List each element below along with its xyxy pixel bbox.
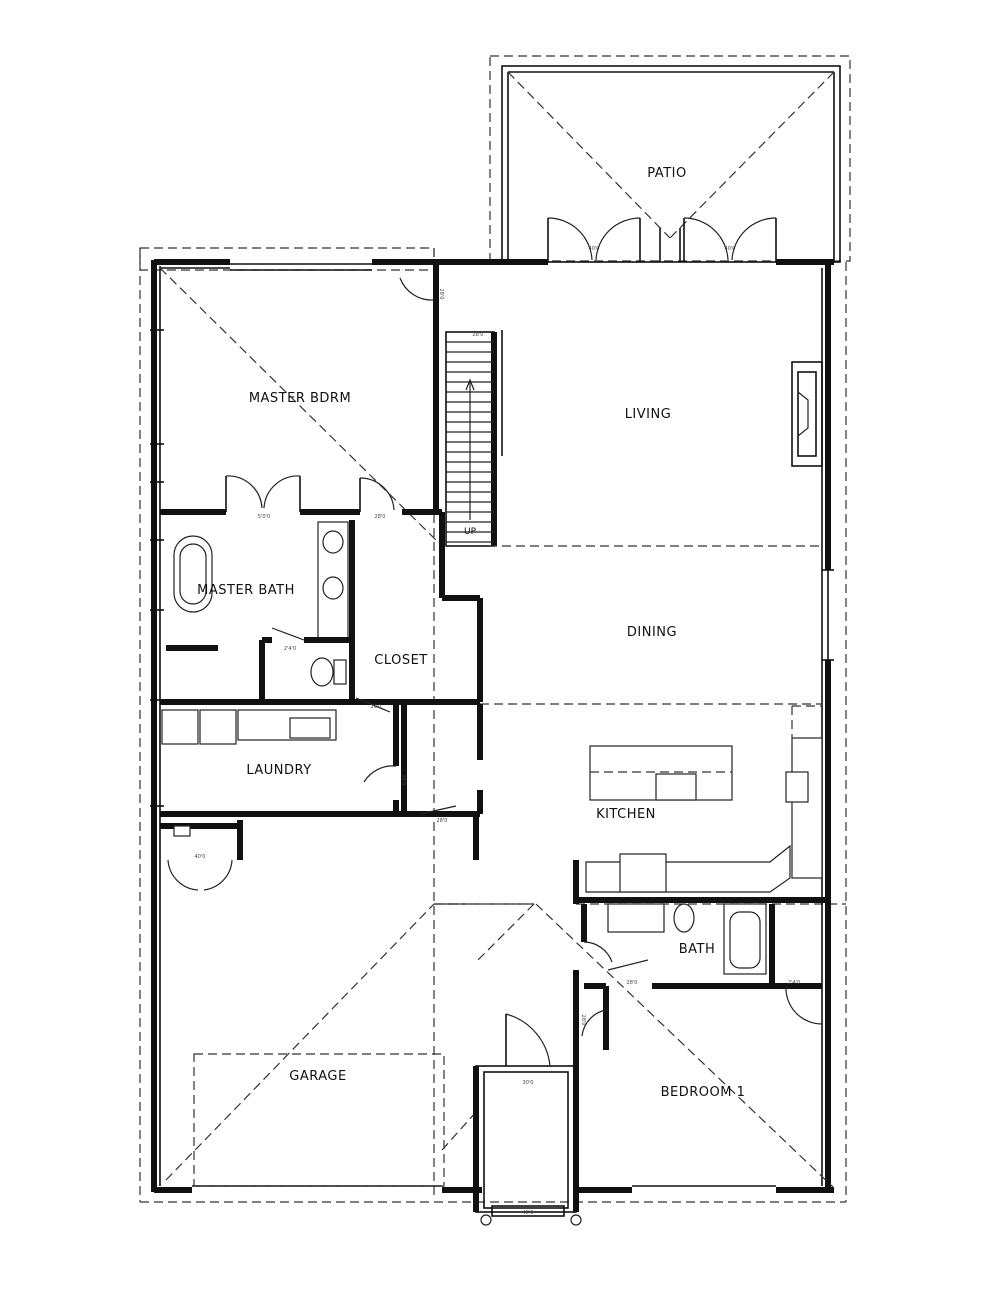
door-tag-hall: 28'0 <box>437 818 448 824</box>
door-tag-closet-lower: 28'0 <box>371 704 382 710</box>
closet-area <box>355 477 483 713</box>
laundry-area <box>160 702 483 817</box>
door-tag-storage: 40'0 <box>195 854 206 860</box>
stair <box>445 330 503 547</box>
room-label-master-bedroom: MASTER BDRM <box>249 391 351 406</box>
door-tag-entry: 30'0 <box>523 1080 534 1086</box>
door-tag-stair-top: 28'0 <box>473 332 484 338</box>
patio-doors <box>399 217 777 301</box>
master-bath-area <box>160 475 404 705</box>
room-label-bath: BATH <box>679 942 716 957</box>
door-tag-wc: 2'4'0 <box>284 646 296 652</box>
door-tag-front: 40'0 <box>523 1210 534 1216</box>
door-tag-patio-left: 40'0 <box>589 246 600 252</box>
door-tag-laundry: 28'0 <box>400 775 406 786</box>
room-label-laundry: LAUNDRY <box>246 763 311 778</box>
room-label-garage: GARAGE <box>289 1069 346 1084</box>
room-label-bedroom-1: BEDROOM 1 <box>661 1085 746 1100</box>
door-tag-bath-closet: 2'4'0 <box>788 980 800 986</box>
door-tags: 40'0 40'0 28'0 28'0 5'0'0 28'0 2'4'0 28'… <box>195 246 801 1216</box>
garage-area <box>160 814 535 1190</box>
stair-up-label: UP <box>464 527 477 537</box>
room-label-kitchen: KITCHEN <box>596 807 656 822</box>
door-tag-bath-double: 5'0'0 <box>258 514 270 520</box>
room-labels: PATIO MASTER BDRM LIVING MASTER BATH CLO… <box>197 166 745 1100</box>
room-label-living: LIVING <box>625 407 672 422</box>
door-tag-master-bdrm: 28'0 <box>438 289 444 300</box>
door-tag-patio-right: 40'0 <box>725 246 736 252</box>
bath-area <box>581 903 823 1025</box>
door-tag-closet-entry: 28'0 <box>375 514 386 520</box>
room-label-closet: CLOSET <box>374 653 428 668</box>
room-label-patio: PATIO <box>647 166 686 181</box>
kitchen-area <box>573 705 828 904</box>
room-label-master-bath: MASTER BATH <box>197 583 295 598</box>
room-label-dining: DINING <box>627 625 677 640</box>
living-dining-area <box>480 361 834 705</box>
entry-area <box>473 1013 582 1226</box>
door-tag-bath-hall: 28'0 <box>580 1015 586 1026</box>
patio-area <box>489 55 851 263</box>
door-tag-bedroom-1: 28'0 <box>627 980 638 986</box>
